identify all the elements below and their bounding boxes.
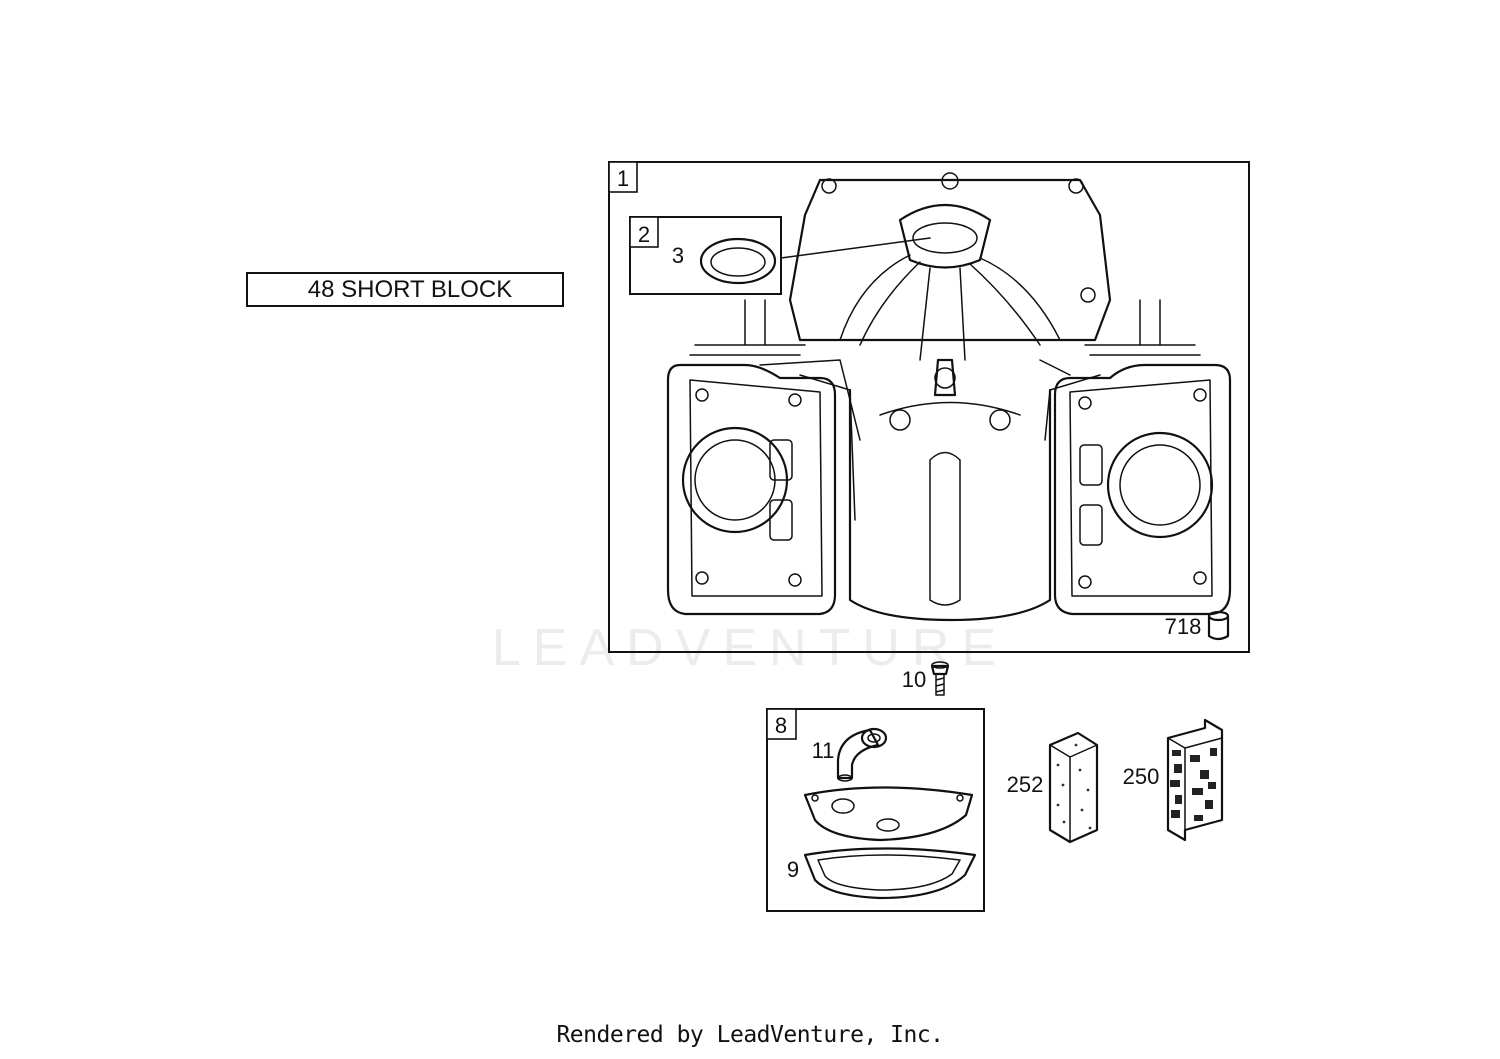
gasket-set-part[interactable] <box>1166 718 1224 842</box>
center-ribs <box>919 267 966 361</box>
bolt-boss-tr <box>1068 178 1084 194</box>
oil-seal-inner <box>710 247 766 277</box>
assembly-title-frame <box>246 272 564 307</box>
right-pushrod-port-1 <box>1079 444 1103 486</box>
right-bolt-3 <box>1078 575 1092 589</box>
left-bolt-1 <box>695 388 709 402</box>
right-gasket-face <box>1069 379 1213 597</box>
bolt-boss-r <box>1080 287 1096 303</box>
callout-8[interactable]: 8 <box>775 713 787 738</box>
callout-1[interactable]: 1 <box>617 166 629 191</box>
screw-part[interactable] <box>930 661 950 696</box>
left-cooling-fins <box>689 344 861 521</box>
oil-seal-part[interactable] <box>699 237 777 285</box>
engine-block-drawing[interactable] <box>666 172 1232 622</box>
callout-11[interactable]: 11 <box>812 738 835 763</box>
callout-718[interactable]: 718 <box>1165 614 1202 639</box>
sealant-tube-part[interactable] <box>1048 731 1099 844</box>
left-gasket-face <box>689 379 823 597</box>
left-bolt-2 <box>788 393 802 407</box>
right-cylinder-flange <box>1053 363 1232 616</box>
callout-252[interactable]: 252 <box>1007 772 1044 797</box>
breather-cover-part[interactable] <box>803 786 974 842</box>
left-pushrod-port-1 <box>769 439 793 481</box>
breather-gasket-part[interactable] <box>803 847 977 900</box>
seal-leader-line <box>780 237 931 259</box>
right-cooling-fins <box>1039 344 1201 441</box>
short-block-group: 1 <box>608 161 1250 653</box>
callout-250[interactable]: 250 <box>1123 764 1160 789</box>
right-cylinder-bore <box>1106 431 1214 539</box>
right-pushrod-port-2 <box>1079 504 1103 546</box>
right-bolt-4 <box>1193 571 1207 585</box>
tower-ribs <box>839 254 1061 346</box>
footer-credit: Rendered by LeadVenture, Inc. <box>556 1022 944 1048</box>
left-cylinder-flange <box>666 363 837 616</box>
governor-shaft <box>933 358 957 397</box>
breather-subgroup: 8 11 9 <box>766 708 985 912</box>
callout-tag-8 <box>766 708 797 740</box>
short-block-frame <box>608 161 1250 653</box>
crank-tower <box>898 204 992 269</box>
breather-tube-part[interactable] <box>836 727 888 782</box>
crankcase-top-edge <box>879 401 1021 416</box>
right-bolt-2 <box>1193 388 1207 402</box>
left-pushrod-port-2 <box>769 499 793 541</box>
bolt-boss-tl <box>821 178 837 194</box>
callout-2[interactable]: 2 <box>638 222 650 247</box>
crankcase-boss-r <box>989 409 1011 431</box>
callout-9[interactable]: 9 <box>787 857 799 882</box>
crank-bore <box>912 222 978 254</box>
seal-subgroup: 2 3 <box>629 216 931 295</box>
callout-10[interactable]: 10 <box>902 667 926 692</box>
right-cylinder-bore-inner <box>1119 444 1201 526</box>
dowel-pin-part[interactable] <box>1207 610 1230 641</box>
crankcase-boss-l <box>889 409 911 431</box>
crankcase-body <box>848 388 1052 622</box>
callout-tag-2 <box>629 216 659 248</box>
governor-nut <box>934 367 956 389</box>
callout-tag-1 <box>608 161 638 193</box>
left-bolt-4 <box>788 573 802 587</box>
block-top-outline <box>788 178 1112 342</box>
bolt-boss-top <box>941 172 959 190</box>
assembly-title: 48 SHORT BLOCK <box>308 276 513 303</box>
right-bolt-1 <box>1078 396 1092 410</box>
front-rib <box>929 451 961 606</box>
assembly-title-box[interactable]: 48 SHORT BLOCK <box>246 272 564 307</box>
callout-3[interactable]: 3 <box>672 243 684 268</box>
left-bolt-3 <box>695 571 709 585</box>
mount-posts <box>744 299 1161 346</box>
watermark-text: LEADVENTURE <box>492 619 1008 677</box>
breather-subgroup-frame <box>766 708 985 912</box>
